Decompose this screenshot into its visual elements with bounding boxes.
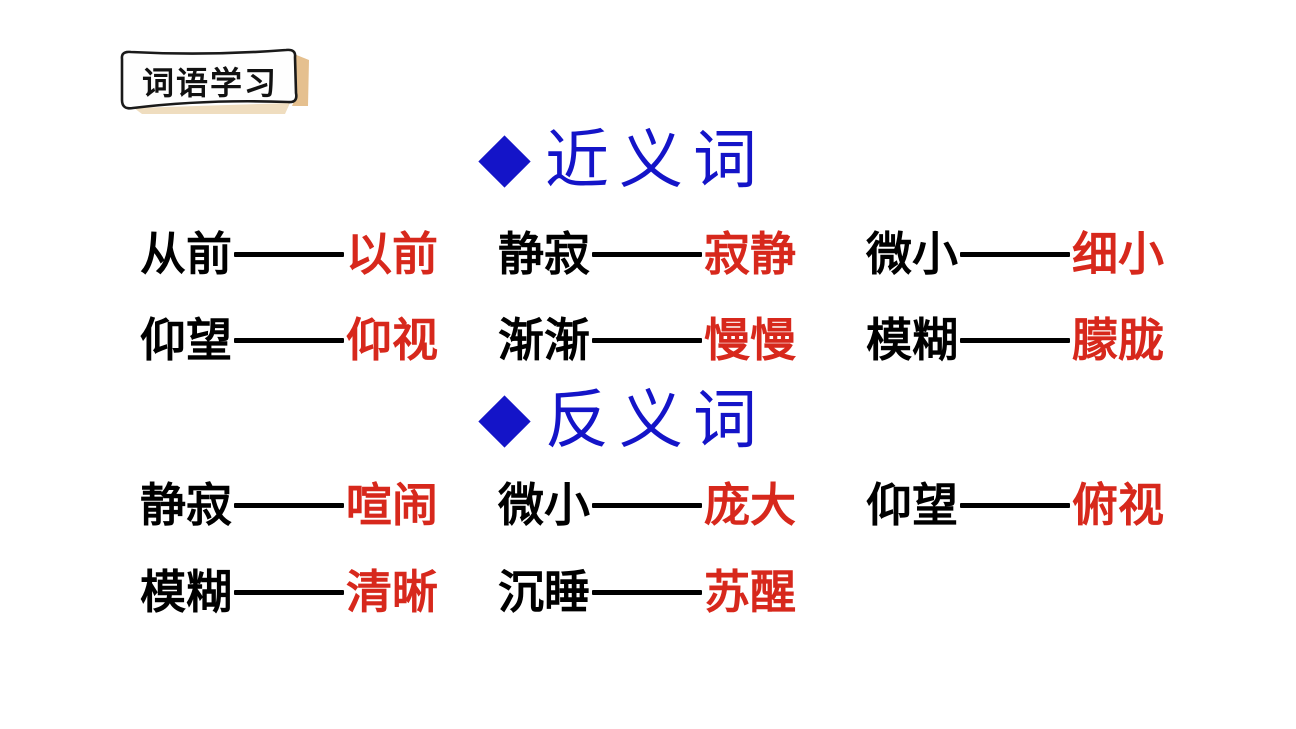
antonym-right-word: 庞大 xyxy=(704,479,796,531)
antonym-left-word: 模糊 xyxy=(140,566,232,618)
word-pair-antonym-1: 静寂 喧闹 xyxy=(140,482,438,528)
dash-line xyxy=(234,251,344,257)
synonym-left-word: 静寂 xyxy=(498,228,590,280)
synonym-right-word: 慢慢 xyxy=(704,314,796,366)
title-banner: 词语学习 xyxy=(112,44,322,122)
synonym-right-word: 仰视 xyxy=(346,314,438,366)
word-pair-synonym-3: 微小 细小 xyxy=(866,231,1164,277)
dash-line xyxy=(234,337,344,343)
antonym-left-word: 微小 xyxy=(498,479,590,531)
word-pair-synonym-2: 静寂 寂静 xyxy=(498,231,796,277)
antonyms-title: 反义词 xyxy=(545,385,767,456)
word-pair-antonym-5: 沉睡 苏醒 xyxy=(498,569,796,615)
antonym-right-word: 清晰 xyxy=(346,566,438,618)
dash-line xyxy=(592,502,702,508)
dash-line xyxy=(960,502,1070,508)
word-pair-antonym-4: 模糊 清晰 xyxy=(140,569,438,615)
synonyms-title: 近义词 xyxy=(545,125,767,196)
dash-line xyxy=(960,251,1070,257)
synonym-right-word: 朦胧 xyxy=(1072,314,1164,366)
word-pair-synonym-6: 模糊 朦胧 xyxy=(866,317,1164,363)
diamond-bullet-icon xyxy=(478,135,531,188)
synonym-left-word: 模糊 xyxy=(866,314,958,366)
antonyms-heading: 反义词 xyxy=(478,385,767,456)
dash-line xyxy=(234,502,344,508)
banner-bottom-edge xyxy=(134,103,290,114)
antonym-left-word: 静寂 xyxy=(140,479,232,531)
dash-line xyxy=(592,589,702,595)
dash-line xyxy=(234,589,344,595)
dash-line xyxy=(592,251,702,257)
antonym-left-word: 沉睡 xyxy=(498,566,590,618)
synonym-left-word: 从前 xyxy=(140,228,232,280)
word-pair-synonym-5: 渐渐 慢慢 xyxy=(498,317,796,363)
synonym-left-word: 仰望 xyxy=(140,314,232,366)
diamond-bullet-icon xyxy=(478,395,531,448)
banner-scroll-shape xyxy=(120,48,309,114)
banner-face xyxy=(120,48,298,110)
synonym-left-word: 渐渐 xyxy=(498,314,590,366)
antonym-right-word: 俯视 xyxy=(1072,479,1164,531)
dash-line xyxy=(592,337,702,343)
dash-line xyxy=(960,337,1070,343)
word-pair-synonym-1: 从前 以前 xyxy=(140,231,438,277)
synonym-right-word: 寂静 xyxy=(704,228,796,280)
synonym-left-word: 微小 xyxy=(866,228,958,280)
antonym-right-word: 喧闹 xyxy=(346,479,438,531)
word-pair-synonym-4: 仰望 仰视 xyxy=(140,317,438,363)
word-pair-antonym-2: 微小 庞大 xyxy=(498,482,796,528)
word-pair-antonym-3: 仰望 俯视 xyxy=(866,482,1164,528)
synonym-right-word: 以前 xyxy=(346,228,438,280)
banner-label: 词语学习 xyxy=(141,65,278,101)
synonym-right-word: 细小 xyxy=(1072,228,1164,280)
antonym-right-word: 苏醒 xyxy=(704,566,796,618)
antonym-left-word: 仰望 xyxy=(866,479,958,531)
synonyms-heading: 近义词 xyxy=(478,125,767,196)
